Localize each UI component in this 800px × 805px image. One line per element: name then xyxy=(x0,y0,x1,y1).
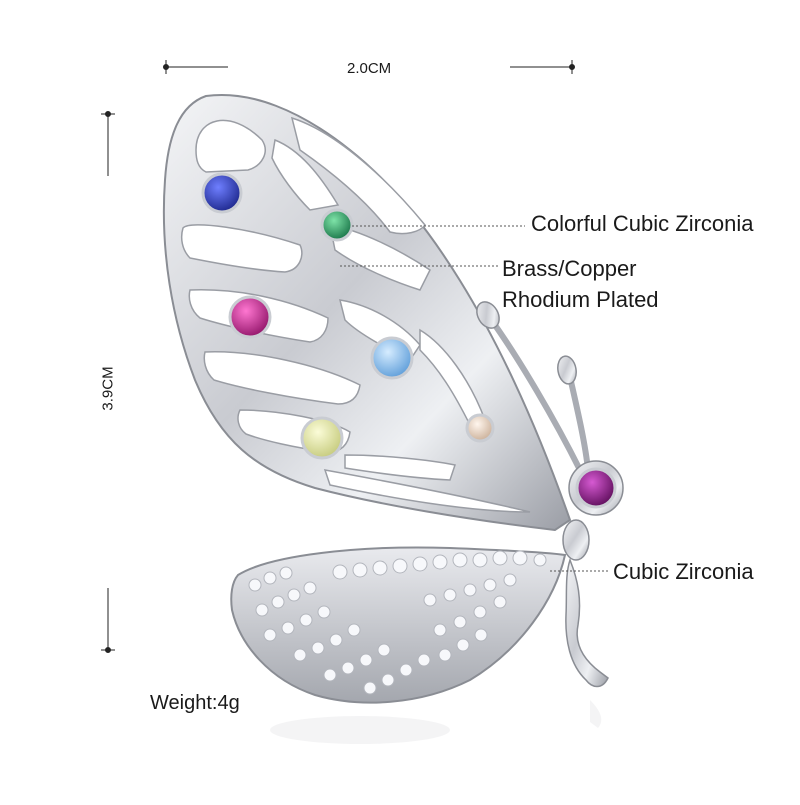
antenna-tip-left xyxy=(476,301,500,329)
callout-colorful-cz: Colorful Cubic Zirconia xyxy=(531,211,754,236)
peridot-stone xyxy=(300,416,344,460)
ruby-stone xyxy=(228,295,272,339)
pave-stones xyxy=(248,550,547,695)
weight-label: Weight:4g xyxy=(150,692,240,714)
champagne-stone xyxy=(465,413,495,443)
callout-material-line2: Rhodium Plated xyxy=(502,287,659,312)
lower-wing xyxy=(230,546,567,704)
gemstones xyxy=(201,172,617,509)
emerald-stone xyxy=(320,208,354,242)
aquamarine-stone xyxy=(370,336,414,380)
width-dimension-line xyxy=(163,60,575,74)
antenna-tip-right xyxy=(557,355,577,385)
reflection xyxy=(270,700,602,744)
width-label: 2.0CM xyxy=(347,60,392,77)
amethyst-stone xyxy=(575,467,617,509)
callout-lines xyxy=(340,225,608,572)
callout-material-line1: Brass/Copper xyxy=(502,256,637,281)
height-label: 3.9CM xyxy=(99,366,117,411)
height-dimension-line xyxy=(101,111,115,653)
callout-cubic-zirconia: Cubic Zirconia xyxy=(613,559,754,584)
sapphire-stone xyxy=(201,172,243,214)
